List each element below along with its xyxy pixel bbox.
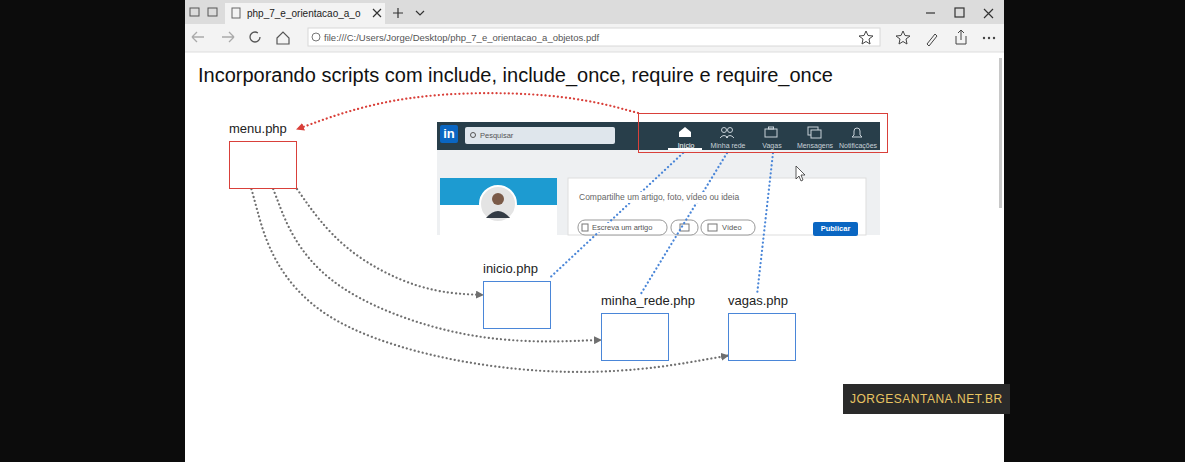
include-connector — [251, 189, 728, 372]
post-box — [568, 178, 866, 235]
refresh-button — [250, 32, 260, 42]
search-icon — [471, 133, 476, 138]
include-connector — [757, 153, 773, 293]
more-dot — [988, 37, 990, 39]
jobs-icon — [765, 129, 777, 137]
include-connector — [297, 93, 638, 129]
tab-icon — [208, 8, 217, 16]
page-file-box: minha_rede.php — [601, 293, 695, 361]
menu-item-label: Minha rede — [710, 141, 745, 150]
feed-ground — [437, 150, 880, 235]
include-connector — [273, 189, 601, 341]
file-outline — [229, 141, 297, 189]
tab-icon — [190, 8, 199, 16]
pdf-icon — [232, 8, 240, 18]
include-connector — [297, 189, 483, 295]
messages-icon — [811, 130, 821, 138]
logo-square — [440, 125, 458, 143]
more-dot — [993, 37, 995, 39]
publish-button — [813, 222, 858, 236]
notes-icon — [927, 34, 937, 46]
address-bar — [185, 24, 1004, 52]
tab-menu — [416, 11, 424, 15]
close-tab — [373, 9, 381, 17]
file-outline — [601, 313, 669, 361]
page-file-box: vagas.php — [728, 293, 796, 361]
camera-icon — [680, 224, 689, 231]
file-name: menu.php — [229, 121, 297, 136]
mouse-cursor — [796, 166, 805, 181]
article-icon — [582, 224, 588, 231]
post-prompt: Compartilhe um artigo, foto, vídeo ou id… — [578, 192, 740, 203]
file-name: vagas.php — [728, 293, 796, 308]
favorites-icon — [896, 31, 910, 44]
jobs-icon — [769, 127, 774, 129]
active-tab — [225, 3, 385, 24]
back-button — [192, 32, 204, 42]
menu-item-label: Mensagens — [797, 141, 833, 150]
forward-button — [222, 32, 234, 42]
network-icon — [728, 128, 733, 133]
tab-title: php_7_e_orientacao_a_o — [247, 7, 360, 20]
bar-divider — [185, 52, 1004, 53]
include-connector — [641, 153, 727, 293]
home-icon — [679, 127, 691, 137]
menu-item-label: Vagas — [762, 141, 781, 150]
button-text: Escreva um artigo — [591, 223, 653, 232]
close-window — [984, 9, 993, 18]
home-button — [277, 32, 289, 44]
linkedin-screenshot — [437, 122, 880, 236]
favorite-star — [859, 31, 873, 44]
button-text: Vídeo — [721, 223, 743, 232]
address-text: file:///C:/Users/Jorge/Desktop/php_7_e_o… — [324, 32, 599, 44]
share-icon — [956, 30, 966, 44]
file-name: inicio.php — [483, 261, 551, 276]
watermark: JORGESANTANA.NET.BR — [843, 384, 1010, 414]
avatar — [480, 186, 516, 222]
menu-item-label: Início — [678, 141, 695, 150]
bell-icon — [852, 128, 862, 137]
maximize — [955, 8, 964, 17]
new-tab — [393, 8, 403, 18]
video-button — [701, 220, 755, 235]
profile-card — [440, 178, 557, 235]
scrollbar — [999, 58, 1002, 208]
search-placeholder: Pesquisar — [480, 131, 513, 140]
file-outline — [728, 313, 796, 361]
slide-title: Incorporando scripts com include, includ… — [198, 64, 833, 87]
search-field — [465, 127, 615, 144]
video-icon — [708, 224, 717, 231]
network-icon — [720, 136, 734, 139]
page-file-box: inicio.php — [483, 261, 551, 329]
avatar-head — [492, 193, 504, 205]
article-button — [578, 220, 667, 235]
file-outline — [483, 281, 551, 329]
info-icon — [312, 33, 320, 41]
more-dot — [983, 37, 985, 39]
menu-item-label: Notificações — [839, 141, 877, 150]
file-name: minha_rede.php — [601, 293, 695, 308]
menu-highlight-box: Início Minha rede Vagas Mensagens Notificaçõ… — [638, 113, 888, 153]
nav-bar — [437, 122, 880, 150]
address-field — [308, 28, 880, 46]
button-text: Publicar — [813, 222, 858, 236]
logo-text: in — [440, 125, 458, 143]
network-icon — [722, 128, 727, 133]
minimize — [926, 12, 935, 13]
script-file-box: menu.php — [229, 121, 297, 189]
avatar-body — [486, 211, 510, 218]
tab-bar — [185, 0, 1004, 24]
